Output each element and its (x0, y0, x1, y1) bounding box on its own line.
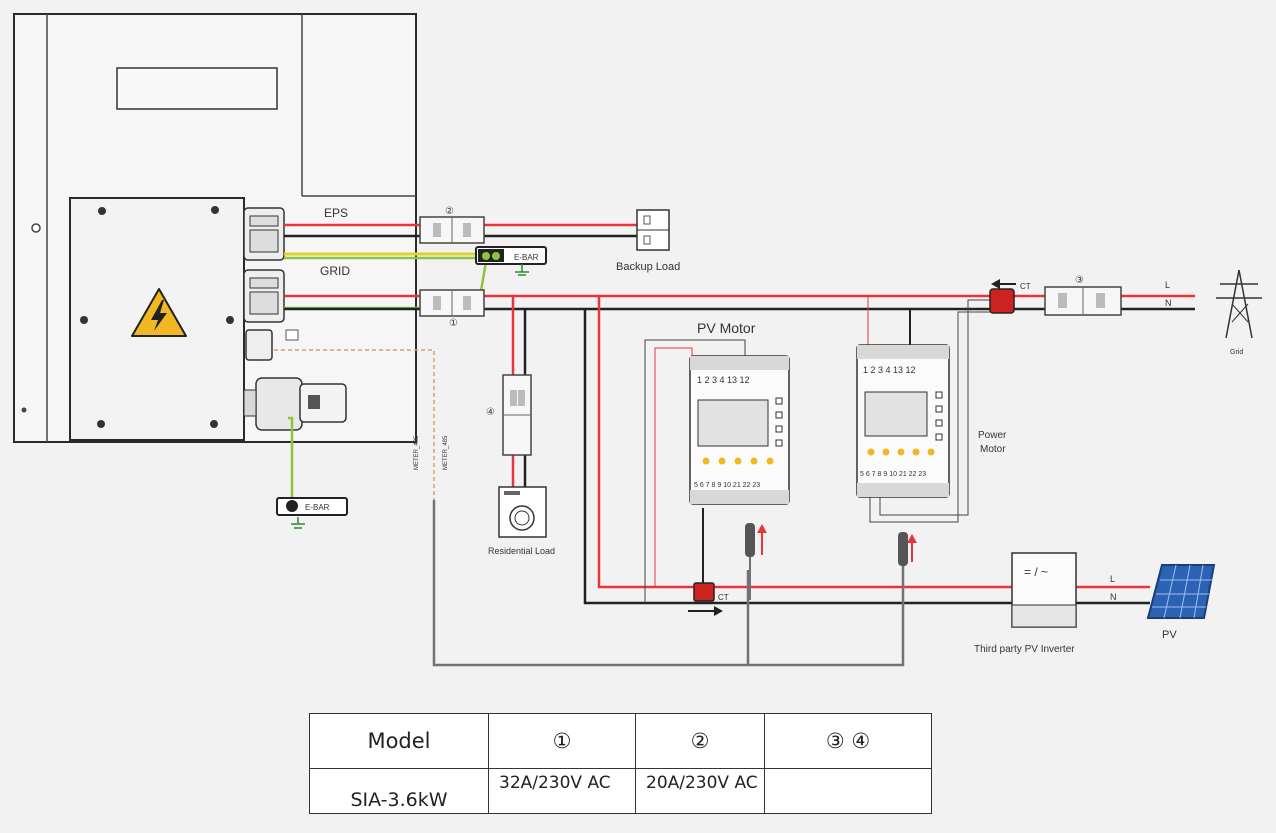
ct-main: CT (688, 582, 729, 616)
breaker-grid: ① (419, 289, 485, 329)
ct-clamp-grid (898, 532, 917, 566)
communication-wiring: METER_485 METER_485 (274, 349, 905, 667)
solar-panel-icon: PV (1146, 564, 1216, 641)
hybrid-inverter (13, 13, 417, 443)
third-party-inverter-label: Third party PV Inverter (974, 644, 1075, 655)
pv-meter: PV Motor 1 2 3 4 13 12 5 6 7 8 9 10 21 2… (689, 320, 790, 505)
pv-n-label: N (1110, 592, 1117, 602)
ct-grid-label: CT (1020, 282, 1031, 291)
residential-load: Residential Load (488, 486, 555, 556)
residential-load-label: Residential Load (488, 546, 555, 556)
breaker-residential: ④ (486, 374, 532, 456)
table-cell-1: 32A/230V AC (488, 768, 636, 814)
breaker-2-label: ② (445, 206, 454, 217)
table-cell-model: SIA-3.6kW (309, 768, 489, 814)
backup-load-label: Backup Load (616, 261, 680, 273)
earth-wiring: E-BAR E-BAR (276, 246, 547, 529)
table-header-model: Model (309, 713, 489, 769)
power-motor-label-2: Motor (980, 444, 1006, 455)
ct-grid: CT (989, 279, 1031, 314)
table-row: SIA-3.6kW 32A/230V AC 20A/230V AC (309, 768, 932, 814)
grid-label: Grid (1230, 349, 1243, 356)
grid-meter: 1 2 3 4 13 12 5 6 7 8 9 10 21 22 23 Powe… (856, 344, 1007, 498)
comm-cable-label-2: METER_485 (443, 435, 449, 470)
eps-label: EPS (324, 206, 348, 220)
comm-gland (245, 329, 273, 361)
pv-meter-terminals-top: 1 2 3 4 13 12 (697, 375, 750, 385)
table-header-row: Model ① ② ③ ④ (309, 713, 932, 769)
table-header-1: ① (488, 713, 636, 769)
power-motor-label-1: Power (978, 430, 1007, 441)
inverter-screw (31, 223, 41, 233)
breaker-3-label: ③ (1075, 275, 1084, 286)
grid-meter-terminals-bottom: 5 6 7 8 9 10 21 22 23 (860, 471, 926, 478)
pv-motor-label: PV Motor (697, 320, 756, 336)
table-cell-2: 20A/230V AC (635, 768, 765, 814)
breaker-1-label: ① (449, 318, 458, 329)
grid-l-label: L (1165, 280, 1170, 290)
comm-cable-label-1: METER_485 (414, 435, 420, 470)
pv-meter-terminals-bottom: 5 6 7 8 9 10 21 22 23 (694, 482, 760, 489)
grid-meter-terminals-top: 1 2 3 4 13 12 (863, 365, 916, 375)
breaker-eps: ② (419, 206, 485, 244)
backup-load: Backup Load (616, 209, 680, 273)
communication-plug (243, 377, 347, 431)
grid-pylon-icon: L N Grid (1165, 269, 1262, 356)
ebar-top-label: E-BAR (514, 253, 539, 262)
table-header-3-4: ③ ④ (764, 713, 932, 769)
grid-port-label: GRID (320, 264, 350, 278)
table-cell-3-4 (764, 768, 932, 814)
breaker-grid-main: ③ (1044, 275, 1122, 316)
third-party-inverter: = / ~ Third party PV Inverter L N (974, 552, 1117, 655)
breaker-4-label: ④ (486, 407, 495, 418)
pv-label: PV (1162, 629, 1177, 641)
grid-n-label: N (1165, 298, 1172, 308)
inverter-symbol: = / ~ (1024, 565, 1048, 579)
ct-main-label: CT (718, 593, 729, 602)
pv-l-label: L (1110, 574, 1115, 584)
ebar-bottom-label: E-BAR (305, 503, 330, 512)
inverter-display (116, 67, 278, 110)
ct-clamp-pv (745, 523, 767, 600)
table-header-2: ② (635, 713, 765, 769)
breaker-spec-table: Model ① ② ③ ④ SIA-3.6kW 32A/230V AC 20A/… (309, 713, 932, 814)
high-voltage-warning-icon (131, 288, 187, 337)
